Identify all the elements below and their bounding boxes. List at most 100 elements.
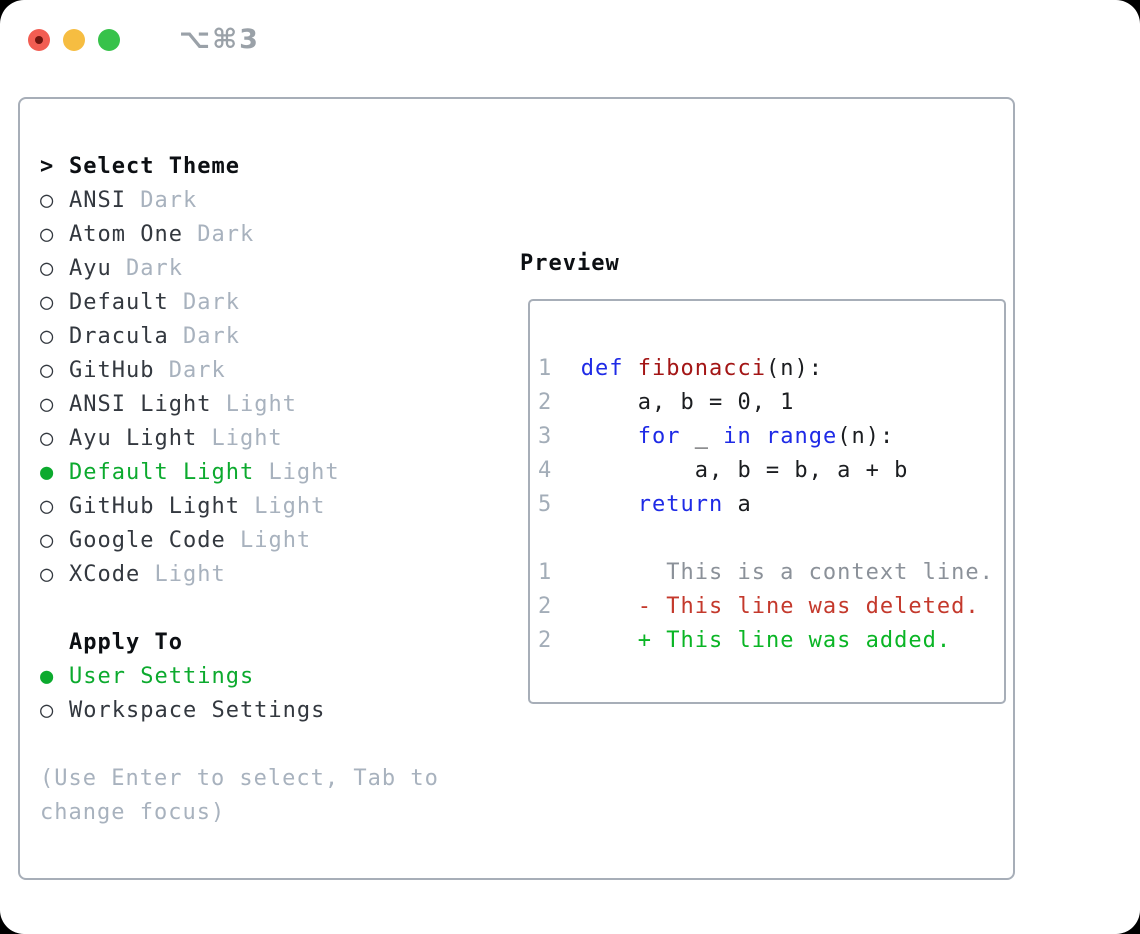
- diff-line-context: 1 This is a context line.: [538, 556, 1004, 590]
- diff-text: This line was added.: [666, 628, 952, 653]
- code-line: 1 def fibonacci(n):: [538, 352, 1004, 386]
- radio-unselected-icon: ○: [40, 324, 55, 349]
- diff-line-deleted: 2 - This line was deleted.: [538, 590, 1004, 624]
- theme-variant-tag: Dark: [182, 324, 240, 349]
- radio-unselected-icon: ○: [40, 290, 55, 315]
- theme-name: Atom One: [69, 222, 198, 247]
- theme-name: ANSI Light: [69, 392, 226, 417]
- radio-unselected-icon: ○: [40, 392, 55, 417]
- theme-item-github-light[interactable]: ○ GitHub Light Light: [40, 490, 490, 524]
- theme-name: Ayu: [69, 256, 126, 281]
- diff-text: This line was deleted.: [666, 594, 980, 619]
- apply-to-list: ● User Settings ○ Workspace Settings: [40, 660, 490, 728]
- radio-unselected-icon: ○: [40, 426, 55, 451]
- titlebar: ⌥⌘3: [28, 26, 260, 53]
- focus-caret-icon: >: [40, 154, 55, 179]
- code-token: for: [637, 424, 681, 449]
- line-number: 2: [538, 390, 553, 415]
- theme-item-xcode[interactable]: ○ XCode Light: [40, 558, 490, 592]
- blank-line: [538, 522, 1004, 556]
- theme-variant-tag: Light: [268, 460, 340, 485]
- theme-variant-tag: Light: [254, 494, 326, 519]
- radio-unselected-icon: ○: [40, 528, 55, 553]
- theme-variant-tag: Dark: [140, 188, 198, 213]
- diff-line-added: 2 + This line was added.: [538, 624, 1004, 658]
- theme-item-ansi[interactable]: ○ANSI Dark: [40, 184, 490, 218]
- theme-picker-panel: > Select Theme ○ANSI Dark○Atom One Dark○…: [40, 150, 490, 830]
- apply-option-label: Workspace Settings: [69, 698, 326, 723]
- theme-variant-tag: Dark: [197, 222, 255, 247]
- theme-picker-header: > Select Theme: [40, 150, 490, 184]
- code-line: 5 return a: [538, 488, 1004, 522]
- unsaved-dot-icon: [35, 36, 43, 44]
- theme-name: Default Light: [69, 460, 269, 485]
- theme-name: XCode: [69, 562, 155, 587]
- line-number: 2: [538, 594, 553, 619]
- blank-line: [538, 318, 1004, 352]
- theme-name: Dracula: [69, 324, 183, 349]
- line-number: 1: [538, 356, 553, 381]
- theme-item-default[interactable]: ○ Default Dark: [40, 286, 490, 320]
- code-token: range: [765, 424, 838, 449]
- diff-sign: +: [637, 628, 667, 653]
- theme-item-default-light[interactable]: ● Default Light Light: [40, 456, 490, 490]
- code-token: a, b = b, a + b: [580, 458, 909, 483]
- theme-name: Default: [69, 290, 183, 315]
- radio-selected-icon: ●: [40, 664, 55, 689]
- theme-variant-tag: Light: [211, 426, 283, 451]
- theme-picker-title: Select Theme: [69, 154, 240, 179]
- theme-name: GitHub Light: [69, 494, 255, 519]
- code-token: return: [637, 492, 724, 517]
- theme-dialog: > Select Theme ○ANSI Dark○Atom One Dark○…: [18, 97, 1015, 880]
- theme-variant-tag: Dark: [182, 290, 240, 315]
- apply-option-workspace-settings[interactable]: ○ Workspace Settings: [40, 694, 490, 728]
- apply-to-header: Apply To: [40, 626, 490, 660]
- theme-item-ayu-light[interactable]: ○ Ayu Light Light: [40, 422, 490, 456]
- theme-variant-tag: Light: [225, 392, 297, 417]
- theme-variant-tag: Dark: [168, 358, 226, 383]
- line-number: 2: [538, 628, 553, 653]
- theme-item-ayu[interactable]: ○Ayu Dark: [40, 252, 490, 286]
- maximize-button[interactable]: [98, 29, 120, 51]
- spacer: [40, 728, 490, 762]
- code-token: [581, 492, 638, 517]
- diff-text: This is a context line.: [666, 560, 994, 585]
- apply-to-title: Apply To: [69, 630, 183, 655]
- code-token: in: [723, 424, 752, 449]
- code-line: 4 a, b = b, a + b: [538, 454, 1004, 488]
- minimize-button[interactable]: [63, 29, 85, 51]
- code-token: fibonacci: [637, 356, 766, 381]
- spacer: [40, 592, 490, 626]
- theme-variant-tag: Light: [239, 528, 312, 553]
- code-line: 3 for _ in range(n):: [538, 420, 1004, 454]
- code-token: [581, 424, 638, 449]
- radio-unselected-icon: ○: [40, 256, 55, 281]
- theme-item-google-code[interactable]: ○ Google Code Light: [40, 524, 490, 558]
- theme-name: Ayu Light: [69, 426, 212, 451]
- theme-item-dracula[interactable]: ○ Dracula Dark: [40, 320, 490, 354]
- code-token: (n):: [837, 424, 895, 449]
- radio-unselected-icon: ○: [40, 494, 55, 519]
- theme-name: Google Code: [69, 528, 240, 553]
- theme-item-github[interactable]: ○GitHub Dark: [40, 354, 490, 388]
- theme-variant-tag: Light: [154, 562, 226, 587]
- radio-unselected-icon: ○: [40, 698, 55, 723]
- line-number: 5: [538, 492, 553, 517]
- theme-item-ansi-light[interactable]: ○ ANSI Light Light: [40, 388, 490, 422]
- line-number: 4: [538, 458, 553, 483]
- radio-selected-icon: ●: [40, 460, 55, 485]
- apply-option-user-settings[interactable]: ● User Settings: [40, 660, 490, 694]
- close-button[interactable]: [28, 29, 50, 51]
- theme-name: GitHub: [69, 358, 169, 383]
- theme-item-atom-one[interactable]: ○Atom One Dark: [40, 218, 490, 252]
- code-token: _: [680, 424, 724, 449]
- apply-option-label: User Settings: [69, 664, 255, 689]
- hint-text: (Use Enter to select, Tab to change focu…: [40, 766, 439, 825]
- radio-unselected-icon: ○: [40, 562, 55, 587]
- line-number: 1: [538, 560, 553, 585]
- preview-header: Preview: [520, 251, 620, 276]
- code-token: [752, 424, 766, 449]
- code-token: a: [723, 492, 752, 517]
